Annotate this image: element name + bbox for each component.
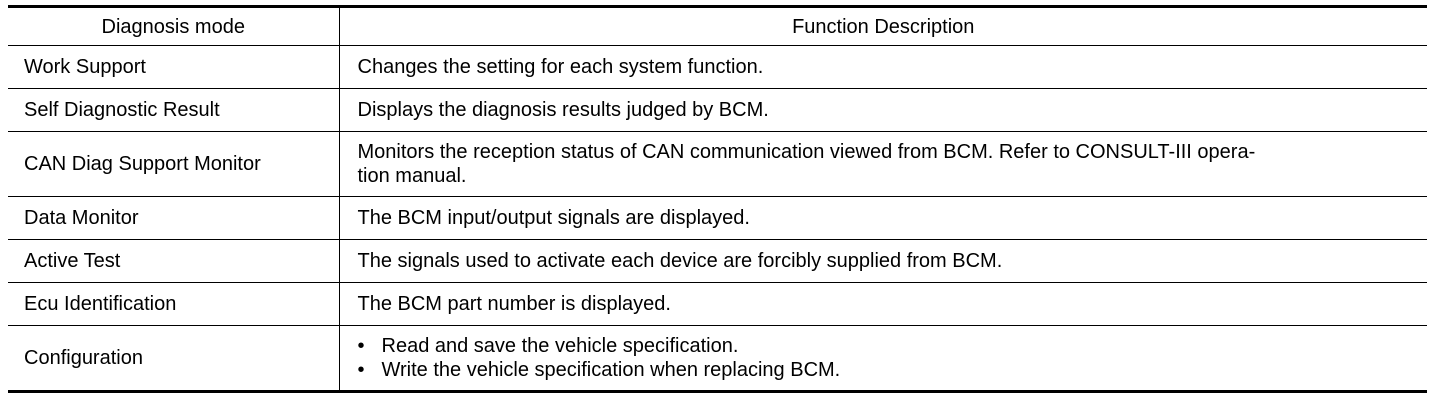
mode-cell: Active Test: [8, 239, 339, 283]
header-function-description: Function Description: [338, 6, 1427, 46]
table-row: CAN Diag Support Monitor Monitors the re…: [8, 131, 1427, 197]
bullet-dot-icon: •: [357, 359, 365, 381]
mode-cell: Configuration: [8, 325, 339, 392]
bullet-text: Read and save the vehicle specification.: [381, 335, 739, 357]
table-row: Work Support Changes the setting for eac…: [8, 45, 1427, 89]
bullet-text: Write the vehicle specification when rep…: [381, 359, 841, 381]
mode-cell: Ecu Identification: [8, 282, 339, 326]
bullet-dot-icon: •: [357, 335, 365, 357]
description-cell: Monitors the reception status of CAN com…: [338, 131, 1427, 197]
mode-cell: CAN Diag Support Monitor: [8, 131, 339, 197]
header-diagnosis-mode: Diagnosis mode: [8, 6, 339, 46]
table-row: Configuration • Read and save the vehicl…: [8, 325, 1427, 392]
description-line: Monitors the reception status of CAN com…: [357, 141, 1256, 163]
mode-cell: Self Diagnostic Result: [8, 88, 339, 132]
table-row: Self Diagnostic Result Displays the diag…: [8, 88, 1427, 132]
description-cell: The BCM part number is displayed.: [338, 282, 1427, 326]
mode-cell: Data Monitor: [8, 196, 339, 240]
description-line: tion manual.: [357, 165, 467, 187]
bullet-list: • Read and save the vehicle specificatio…: [358, 334, 1412, 382]
description-cell: The signals used to activate each device…: [338, 239, 1427, 283]
description-cell: Displays the diagnosis results judged by…: [338, 88, 1427, 132]
table-row: Active Test The signals used to activate…: [8, 239, 1427, 283]
table-row: Data Monitor The BCM input/output signal…: [8, 196, 1427, 240]
description-cell: • Read and save the vehicle specificatio…: [338, 325, 1427, 392]
diagnosis-mode-table: Diagnosis mode Function Description Work…: [8, 5, 1427, 393]
table-row: Ecu Identification The BCM part number i…: [8, 282, 1427, 326]
bullet-item: • Write the vehicle specification when r…: [358, 358, 1412, 382]
description-cell: Changes the setting for each system func…: [338, 45, 1427, 89]
description-cell: The BCM input/output signals are display…: [338, 196, 1427, 240]
table-header-row: Diagnosis mode Function Description: [8, 6, 1427, 46]
bullet-item: • Read and save the vehicle specificatio…: [358, 334, 1412, 358]
mode-cell: Work Support: [8, 45, 339, 89]
